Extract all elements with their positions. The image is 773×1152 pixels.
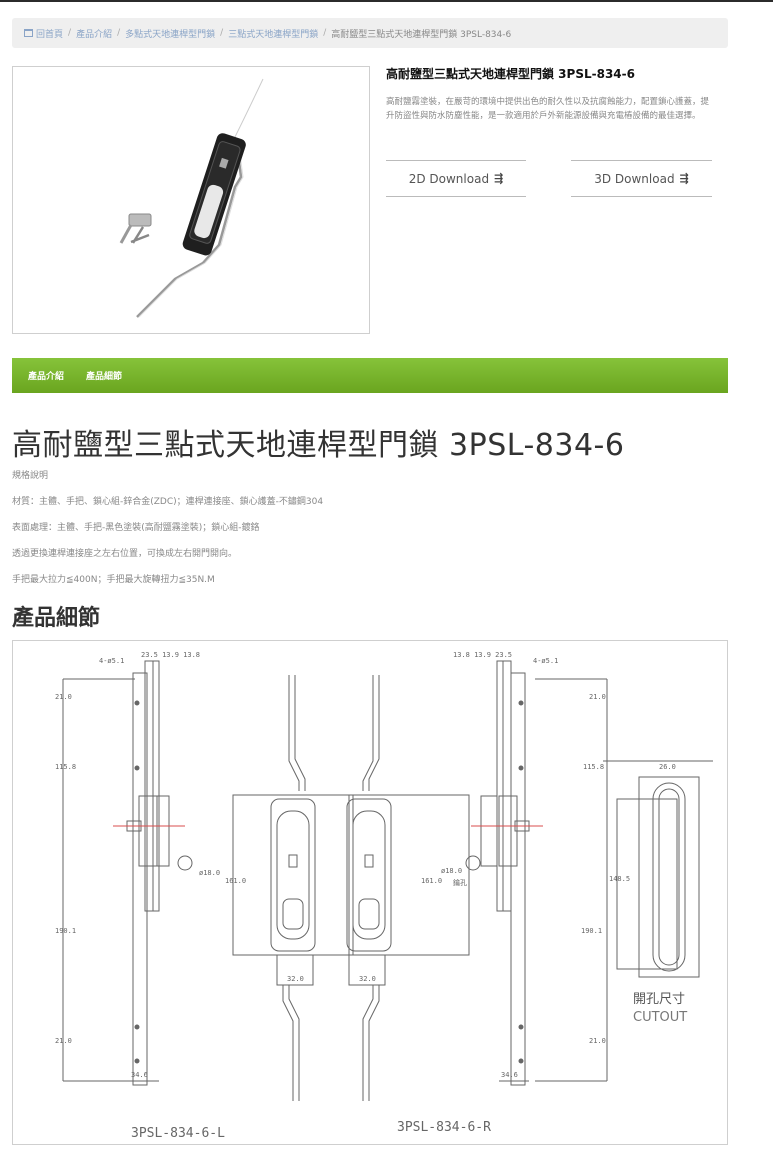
model-label-right: 3PSL-834-6-R [397,1120,491,1135]
breadcrumb-separator: / [117,28,121,38]
page-title: 高耐鹽型三點式天地連桿型門鎖 3PSL-834-6 [12,428,625,463]
product-photo[interactable] [12,66,370,334]
details-title: 產品細節 [12,606,101,631]
spec-line: 材質：主體、手把、鎖心組-鋅合金(ZDC)；連桿連接座、鎖心護蓋-不鏽鋼304 [12,497,324,507]
cutout-label-zh: 開孔尺寸 [633,992,685,1007]
dim-label: 21.0 [55,1037,72,1045]
tab-product-intro[interactable]: 產品介紹 [28,372,65,382]
breadcrumb-current: 高耐鹽型三點式天地連桿型門鎖 3PSL-834-6 [331,29,512,40]
top-border [0,0,773,2]
product-info: 高耐鹽型三點式天地連桿型門鎖 3PSL-834-6 高耐鹽霧塗裝，在嚴苛的環境中… [386,66,716,123]
technical-drawing[interactable]: 4-ø5.1 23.5 13.9 13.8 13.8 13.9 23.5 4-ø… [12,640,728,1145]
breadcrumb-item[interactable]: 產品介紹 [76,29,113,40]
breadcrumb-home[interactable]: 回首頁 [24,27,63,40]
model-label-left: 3PSL-834-6-L [131,1126,225,1141]
dim-label: 190.1 [581,927,602,935]
tab-product-details[interactable]: 產品細節 [86,372,123,382]
cutout-label-en: CUTOUT [633,1010,687,1025]
product-illustration [119,78,264,318]
drawing-svg: 4-ø5.1 23.5 13.9 13.8 13.8 13.9 23.5 4-ø… [55,651,713,1141]
dim-label: 115.8 [583,763,604,771]
dim-label: 23.5 13.9 13.8 [141,651,200,659]
breadcrumb-item[interactable]: 多點式天地連桿型門鎖 [125,29,216,40]
breadcrumb-separator: / [68,28,72,38]
dim-label: 32.0 [287,975,304,983]
breadcrumb: 回首頁 / 產品介紹 / 多點式天地連桿型門鎖 / 三點式天地連桿型門鎖 / 高… [12,18,728,48]
dim-label: 4-ø5.1 [533,657,558,665]
dim-label: 190.1 [55,927,76,935]
spec-line: 表面處理：主體、手把-黑色塗裝(高耐鹽霧塗裝)；鎖心組-鍍鉻 [12,523,260,533]
dim-label: ø18.0 [441,867,462,875]
home-icon [24,29,33,37]
download-icon: ⇶ [494,172,504,185]
dim-label: 148.5 [609,875,630,883]
spec-label: 規格說明 [12,471,49,481]
dim-label: 161.0 [225,877,246,885]
dim-label: 4-ø5.1 [99,657,124,665]
dim-label: 34.6 [131,1071,148,1079]
spec-line: 手把最大拉力≦400N；手把最大旋轉扭力≦35N.M [12,575,215,585]
dim-label: 26.0 [659,763,676,771]
download-3d-button[interactable]: 3D Download ⇶ [571,160,712,197]
breadcrumb-separator: / [323,28,327,38]
key-hole-label: 鑰孔 [453,878,467,887]
dim-label: 34.6 [501,1071,518,1079]
download-row: 2D Download ⇶ 3D Download ⇶ [386,160,716,197]
dim-label: 32.0 [359,975,376,983]
dim-label: 21.0 [589,1037,606,1045]
download-2d-button[interactable]: 2D Download ⇶ [386,160,526,197]
product-title: 高耐鹽型三點式天地連桿型門鎖 3PSL-834-6 [386,67,635,81]
product-tabs: 產品介紹 產品細節 [12,358,728,393]
dim-label: 13.8 13.9 23.5 [453,651,512,659]
dim-label: ø18.0 [199,869,220,877]
product-description: 高耐鹽霧塗裝，在嚴苛的環境中提供出色的耐久性以及抗腐蝕能力，配置鎖心護蓋，提升防… [386,97,710,121]
spec-line: 透過更換連桿連接座之左右位置，可換成左右開門開向。 [12,549,238,559]
dim-label: 115.8 [55,763,76,771]
download-icon: ⇶ [679,172,689,185]
dim-label: 161.0 [421,877,442,885]
breadcrumb-item[interactable]: 三點式天地連桿型門鎖 [228,29,319,40]
dim-label: 21.0 [589,693,606,701]
dim-label: 21.0 [55,693,72,701]
breadcrumb-separator: / [220,28,224,38]
